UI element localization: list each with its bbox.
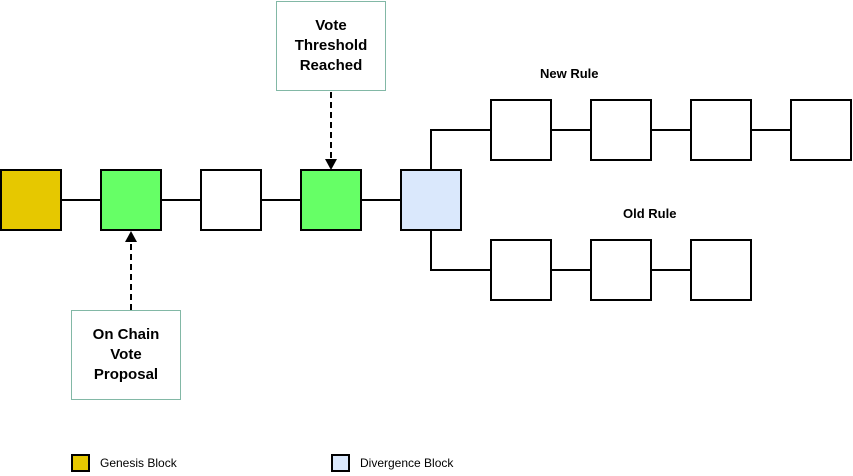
vote-threshold-block [300, 169, 362, 231]
new-rule-block [490, 99, 552, 161]
vote-proposal-block [100, 169, 162, 231]
block [200, 169, 262, 231]
legend-divergence-label: Divergence Block [360, 456, 454, 470]
new-rule-block [690, 99, 752, 161]
proposal-arrowhead [125, 231, 137, 242]
genesis-block [0, 169, 62, 231]
legend-divergence: Divergence Block [331, 454, 453, 472]
old-rule-label: Old Rule [623, 206, 677, 221]
new-rule-label: New Rule [540, 66, 599, 81]
legend-divergence-swatch [331, 454, 350, 472]
threshold-arrowhead [325, 159, 337, 170]
vote-threshold-callout: Vote Threshold Reached [276, 1, 386, 91]
divergence-block [400, 169, 462, 231]
fork-link-new-rule [430, 129, 491, 170]
legend-genesis-swatch [71, 454, 90, 472]
fork-link-old-rule [430, 230, 491, 271]
old-rule-block [590, 239, 652, 301]
old-rule-block [690, 239, 752, 301]
vote-proposal-callout: On Chain Vote Proposal [71, 310, 181, 400]
legend-genesis: Genesis Block [71, 454, 177, 472]
new-rule-block [590, 99, 652, 161]
new-rule-block [790, 99, 852, 161]
old-rule-block [490, 239, 552, 301]
legend-genesis-label: Genesis Block [100, 456, 177, 470]
